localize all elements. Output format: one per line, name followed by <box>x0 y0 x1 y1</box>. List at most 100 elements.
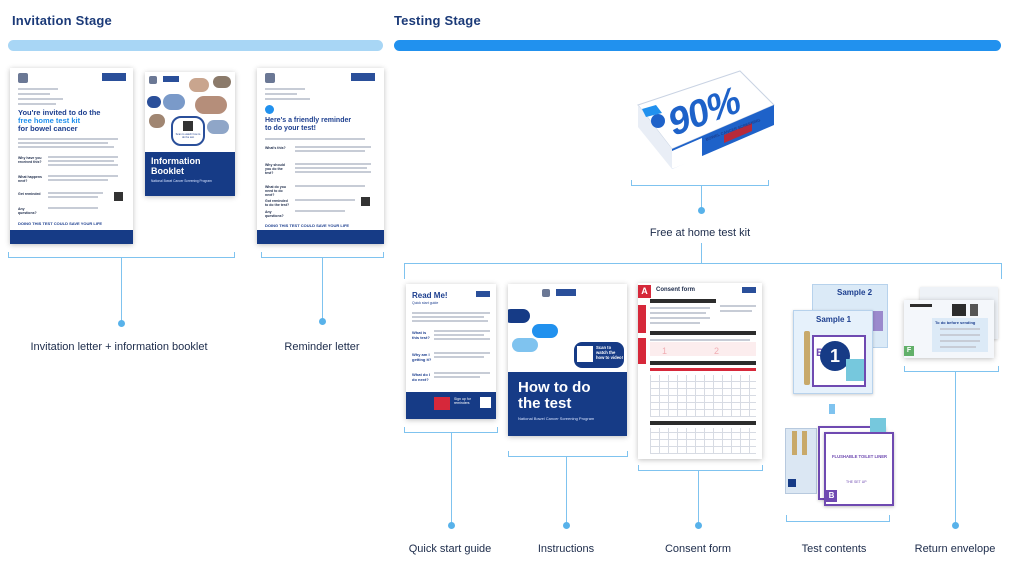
letter-q4: Any questions? <box>18 207 37 215</box>
coat-of-arms-icon <box>542 289 550 297</box>
consent-table <box>650 375 756 417</box>
test-kit-box: 90% BOWEL CANCER SCREENING <box>632 65 780 173</box>
label-instructions: Instructions <box>537 543 595 555</box>
reminder-q5: Any questions? <box>265 210 284 218</box>
quick-start-guide: Read Me! Quick start guide What is this … <box>406 284 496 419</box>
qr-code-icon <box>577 346 593 362</box>
barcode-strip <box>638 338 646 364</box>
testing-stage-bar <box>394 40 1001 51</box>
label-free-kit: Free at home test kit <box>649 227 751 239</box>
photo-bubble <box>149 114 165 128</box>
reminder-q3: What do you need to do next? <box>265 185 286 197</box>
program-logo <box>556 289 576 296</box>
label-return-envelope: Return envelope <box>914 543 996 555</box>
barcode-icon <box>952 304 966 316</box>
letter-q1: Why have you received this? <box>18 156 42 164</box>
blue-pill-shape <box>532 324 558 338</box>
return-envelope: To do before sending F <box>904 300 994 358</box>
qr-code-icon <box>361 197 370 206</box>
reminder-heading: Here's a friendly reminder to do your te… <box>265 117 352 132</box>
instruction-subtitle: National Bowel Cancer Screening Program <box>518 416 595 421</box>
blue-pill-shape <box>508 309 530 323</box>
reminder-footer-bar <box>257 230 384 244</box>
program-logo <box>476 291 490 297</box>
teal-label <box>870 418 886 432</box>
letter-footer-bar <box>10 230 133 244</box>
invitation-stage-title: Invitation Stage <box>12 13 112 28</box>
qr-code-icon <box>480 397 491 408</box>
quick-guide-title: Read Me! <box>412 291 448 300</box>
consent-table <box>650 428 756 454</box>
red-notice-box <box>434 397 450 410</box>
coat-of-arms-icon <box>18 73 28 83</box>
label-reminder-letter: Reminder letter <box>284 341 360 353</box>
photo-bubble <box>213 76 231 88</box>
reminder-q1: What's this? <box>265 146 286 150</box>
quick-guide-q3: What do I do next? <box>412 372 430 382</box>
quick-guide-q1: What is this test? <box>412 330 430 340</box>
label-consent-form: Consent form <box>664 543 732 555</box>
photo-bubble <box>189 78 209 92</box>
connector-dot <box>695 522 702 529</box>
teal-label <box>846 359 864 381</box>
letter-q3: Get reminded <box>18 192 41 196</box>
invitation-stage-bar <box>8 40 383 51</box>
quick-guide-footer: Sign up for reminders <box>406 392 496 419</box>
letter-q2: What happens next? <box>18 175 42 183</box>
reminder-q4: Got reminded to do the test? <box>265 199 290 207</box>
instruction-title: How to do the test <box>518 379 591 412</box>
photo-bubble <box>163 94 185 110</box>
booklet-subtitle: National Bowel Cancer Screening Program <box>151 179 212 183</box>
program-logo <box>163 76 179 82</box>
qr-callout: Scan to watch the how to video! <box>574 342 624 368</box>
label-test-contents: Test contents <box>801 543 867 555</box>
invitation-letter: You're invited to do the free home test … <box>10 68 133 244</box>
connector-dot <box>448 522 455 529</box>
tube-pack <box>785 428 817 494</box>
coat-of-arms-icon <box>265 73 275 83</box>
connector-dot <box>698 207 705 214</box>
qr-code-icon <box>114 192 123 201</box>
toilet-liner-pack: FLUSHABLE TOILET LINER THE SET UP B <box>824 432 894 506</box>
label-quick-start: Quick start guide <box>408 543 492 555</box>
connector-dot <box>118 320 125 327</box>
letter-heading: You're invited to do the free home test … <box>18 108 101 133</box>
reminder-letter: Here's a friendly reminder to do your te… <box>257 68 384 244</box>
coat-of-arms-icon <box>149 76 157 84</box>
instruction-cover-band: How to do the test National Bowel Cancer… <box>508 372 627 436</box>
blue-pill-shape <box>147 96 161 108</box>
consent-badge: A <box>638 285 651 298</box>
qr-bubble: Scan to watch how to do the test <box>171 116 205 146</box>
sample-tube <box>804 331 810 385</box>
program-logo <box>742 287 756 293</box>
barcode-strip <box>638 305 646 333</box>
step-number-badge: 1 <box>820 341 850 371</box>
instruction-booklet: Scan to watch the how to video! How to d… <box>508 284 627 436</box>
qr-code-icon <box>183 121 193 131</box>
quick-guide-caption: Sign up for reminders <box>454 397 471 405</box>
photo-bubble <box>195 96 227 114</box>
information-booklet: Scan to watch how to do the test Informa… <box>145 72 235 196</box>
testing-stage-title: Testing Stage <box>394 13 481 28</box>
photo-bubble <box>207 120 229 134</box>
consent-form: A Consent form 1 2 <box>638 283 762 459</box>
label-invitation-letter-booklet: Invitation letter + information booklet <box>30 341 208 353</box>
booklet-cover-band: Information Booklet National Bowel Cance… <box>145 152 235 196</box>
blue-pill-shape <box>512 338 538 352</box>
down-arrow-icon <box>829 404 835 414</box>
quick-guide-subtitle: Quick start guide <box>412 301 439 305</box>
program-logo <box>102 73 126 81</box>
booklet-title: Information Booklet <box>151 156 201 176</box>
reminder-footer-text: DOING THIS TEST COULD SAVE YOUR LIFE <box>265 223 350 228</box>
envelope-checklist: To do before sending <box>932 318 988 352</box>
consent-title: Consent form <box>656 287 695 293</box>
letter-footer-text: DOING THIS TEST COULD SAVE YOUR LIFE <box>18 221 103 226</box>
envelope-badge: F <box>904 346 914 356</box>
reminder-q2: Why should you do the test? <box>265 163 285 175</box>
sample-1-bag: Sample 1 B 1 <box>793 310 873 394</box>
alarm-clock-icon <box>265 105 274 114</box>
program-logo <box>351 73 375 81</box>
connector-dot <box>319 318 326 325</box>
quick-guide-q2: Why am I getting it? <box>412 352 432 362</box>
connector-dot <box>952 522 959 529</box>
